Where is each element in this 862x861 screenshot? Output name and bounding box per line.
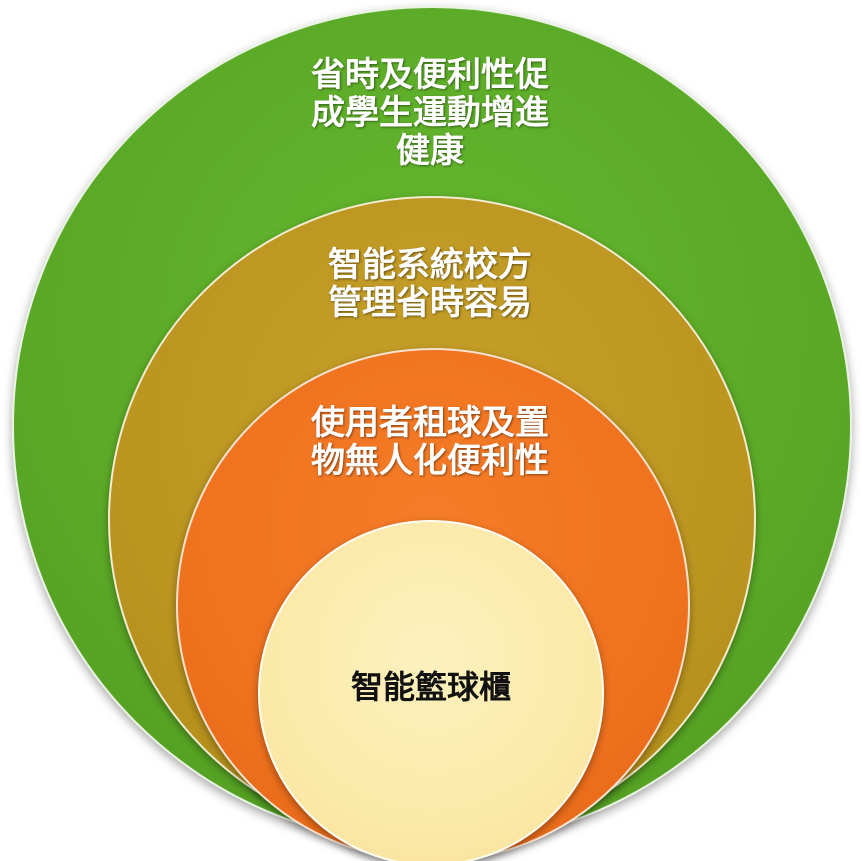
third-ring-label: 使用者租球及置 物無人化便利性 xyxy=(311,403,549,481)
core-label: 智能籃球櫃 xyxy=(350,668,511,706)
core-circle-basketball-cabinet xyxy=(258,520,604,861)
outer-ring-label: 省時及便利性促 成學生運動增進 健康 xyxy=(311,55,549,171)
second-ring-label: 智能系統校方 管理省時容易 xyxy=(328,245,532,323)
